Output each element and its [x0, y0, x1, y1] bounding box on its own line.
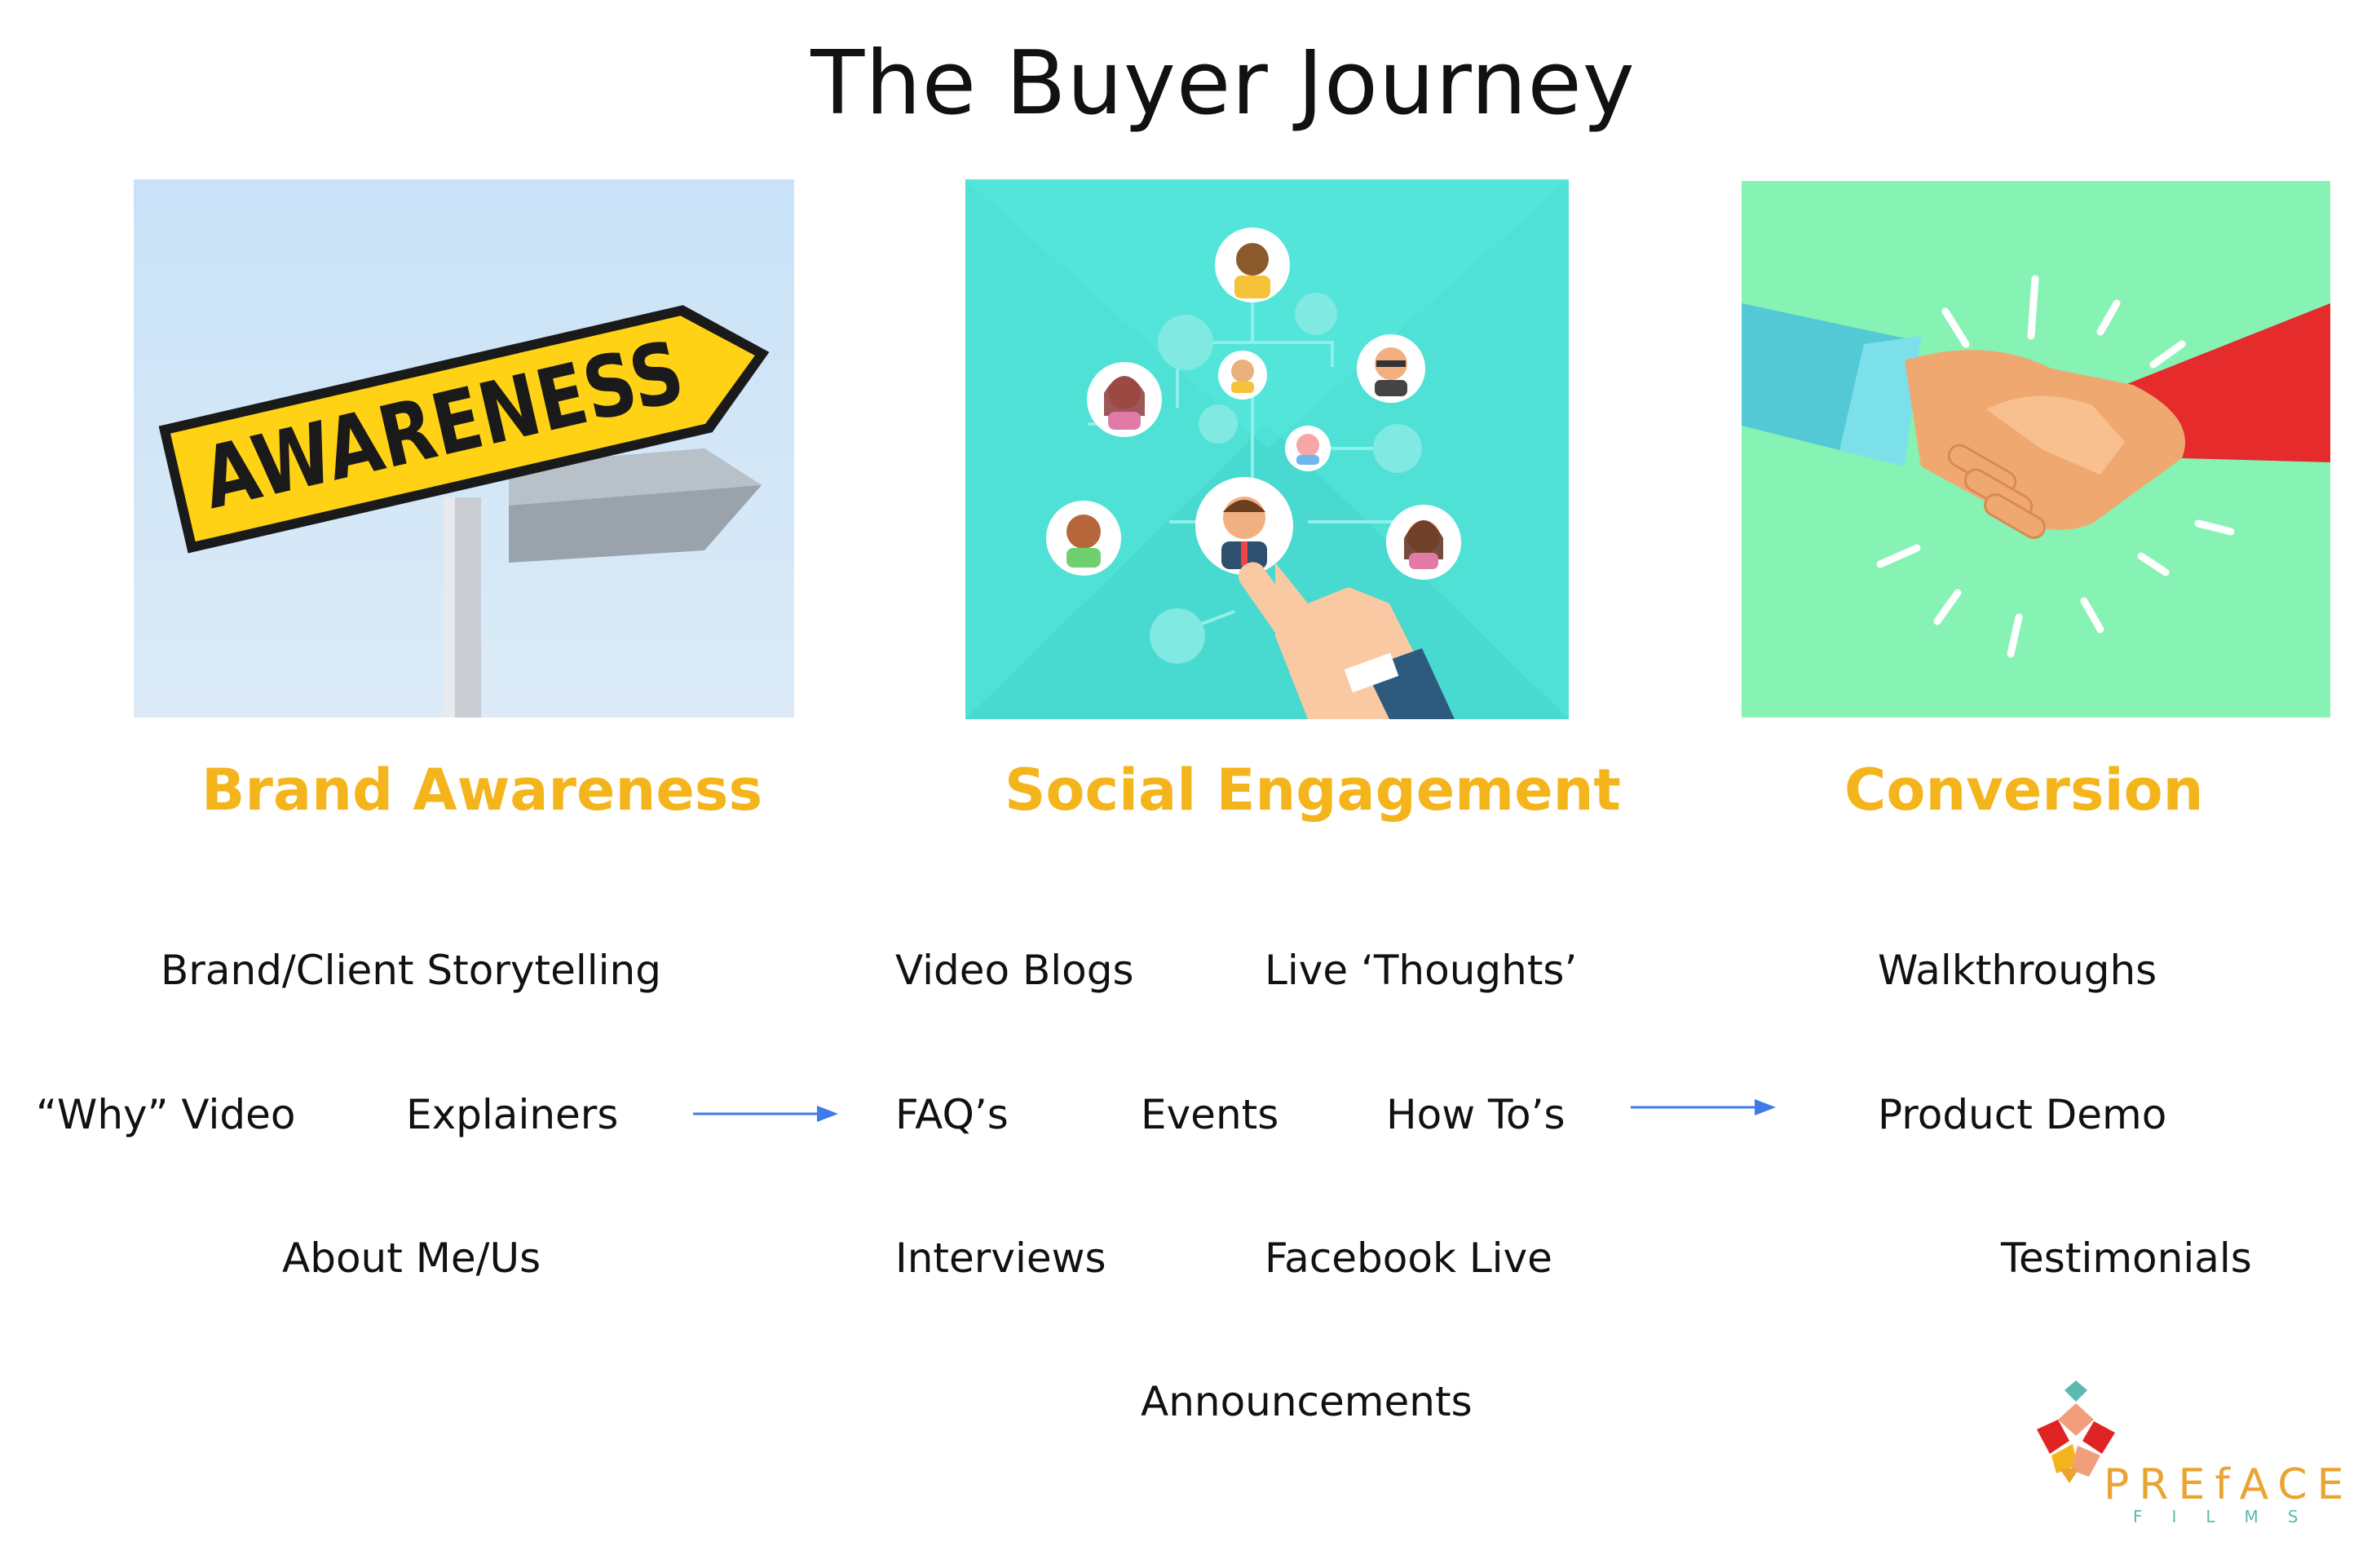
- list-item: Explainers: [406, 1091, 619, 1138]
- preface-films-logo: [2020, 1380, 2167, 1503]
- page-title: The Buyer Journey: [810, 33, 1636, 135]
- handshake-image: [1742, 181, 2330, 718]
- logo-name: PREfACE: [2104, 1460, 2354, 1509]
- list-item: “Why” Video: [36, 1091, 296, 1138]
- list-item: How To’s: [1386, 1091, 1565, 1138]
- preface-films-logo-mark: [2037, 1380, 2115, 1483]
- list-item: About Me/Us: [282, 1235, 541, 1282]
- flow-arrow-1: [693, 1104, 838, 1124]
- list-item: Interviews: [895, 1235, 1106, 1282]
- right-arrow-icon: [1631, 1099, 1776, 1115]
- list-item: Product Demo: [1878, 1091, 2167, 1138]
- awareness-sign-icon: AWARENESS: [134, 179, 794, 718]
- list-item: FAQ’s: [895, 1091, 1009, 1138]
- flow-arrow-2: [1631, 1098, 1776, 1117]
- logo-sub: FILMS: [2133, 1507, 2328, 1526]
- stage-heading-social-engagement: Social Engagement: [1005, 757, 1621, 824]
- social-network-image: [965, 179, 1569, 719]
- right-arrow-icon: [693, 1106, 838, 1122]
- awareness-sign-image: AWARENESS: [134, 179, 794, 718]
- list-item: Live ‘Thoughts’: [1265, 947, 1578, 994]
- list-item: Facebook Live: [1265, 1235, 1552, 1282]
- list-item: Announcements: [1141, 1378, 1473, 1425]
- list-item: Events: [1141, 1091, 1279, 1138]
- list-item: Walkthroughs: [1878, 947, 2157, 994]
- list-item: Brand/Client Storytelling: [161, 947, 661, 994]
- handshake-icon: [1742, 181, 2330, 718]
- list-item: Testimonials: [2001, 1235, 2252, 1282]
- stage-heading-brand-awareness: Brand Awareness: [201, 757, 763, 824]
- social-network-icon: [965, 179, 1569, 719]
- stage-heading-conversion: Conversion: [1844, 757, 2204, 824]
- list-item: Video Blogs: [895, 947, 1134, 994]
